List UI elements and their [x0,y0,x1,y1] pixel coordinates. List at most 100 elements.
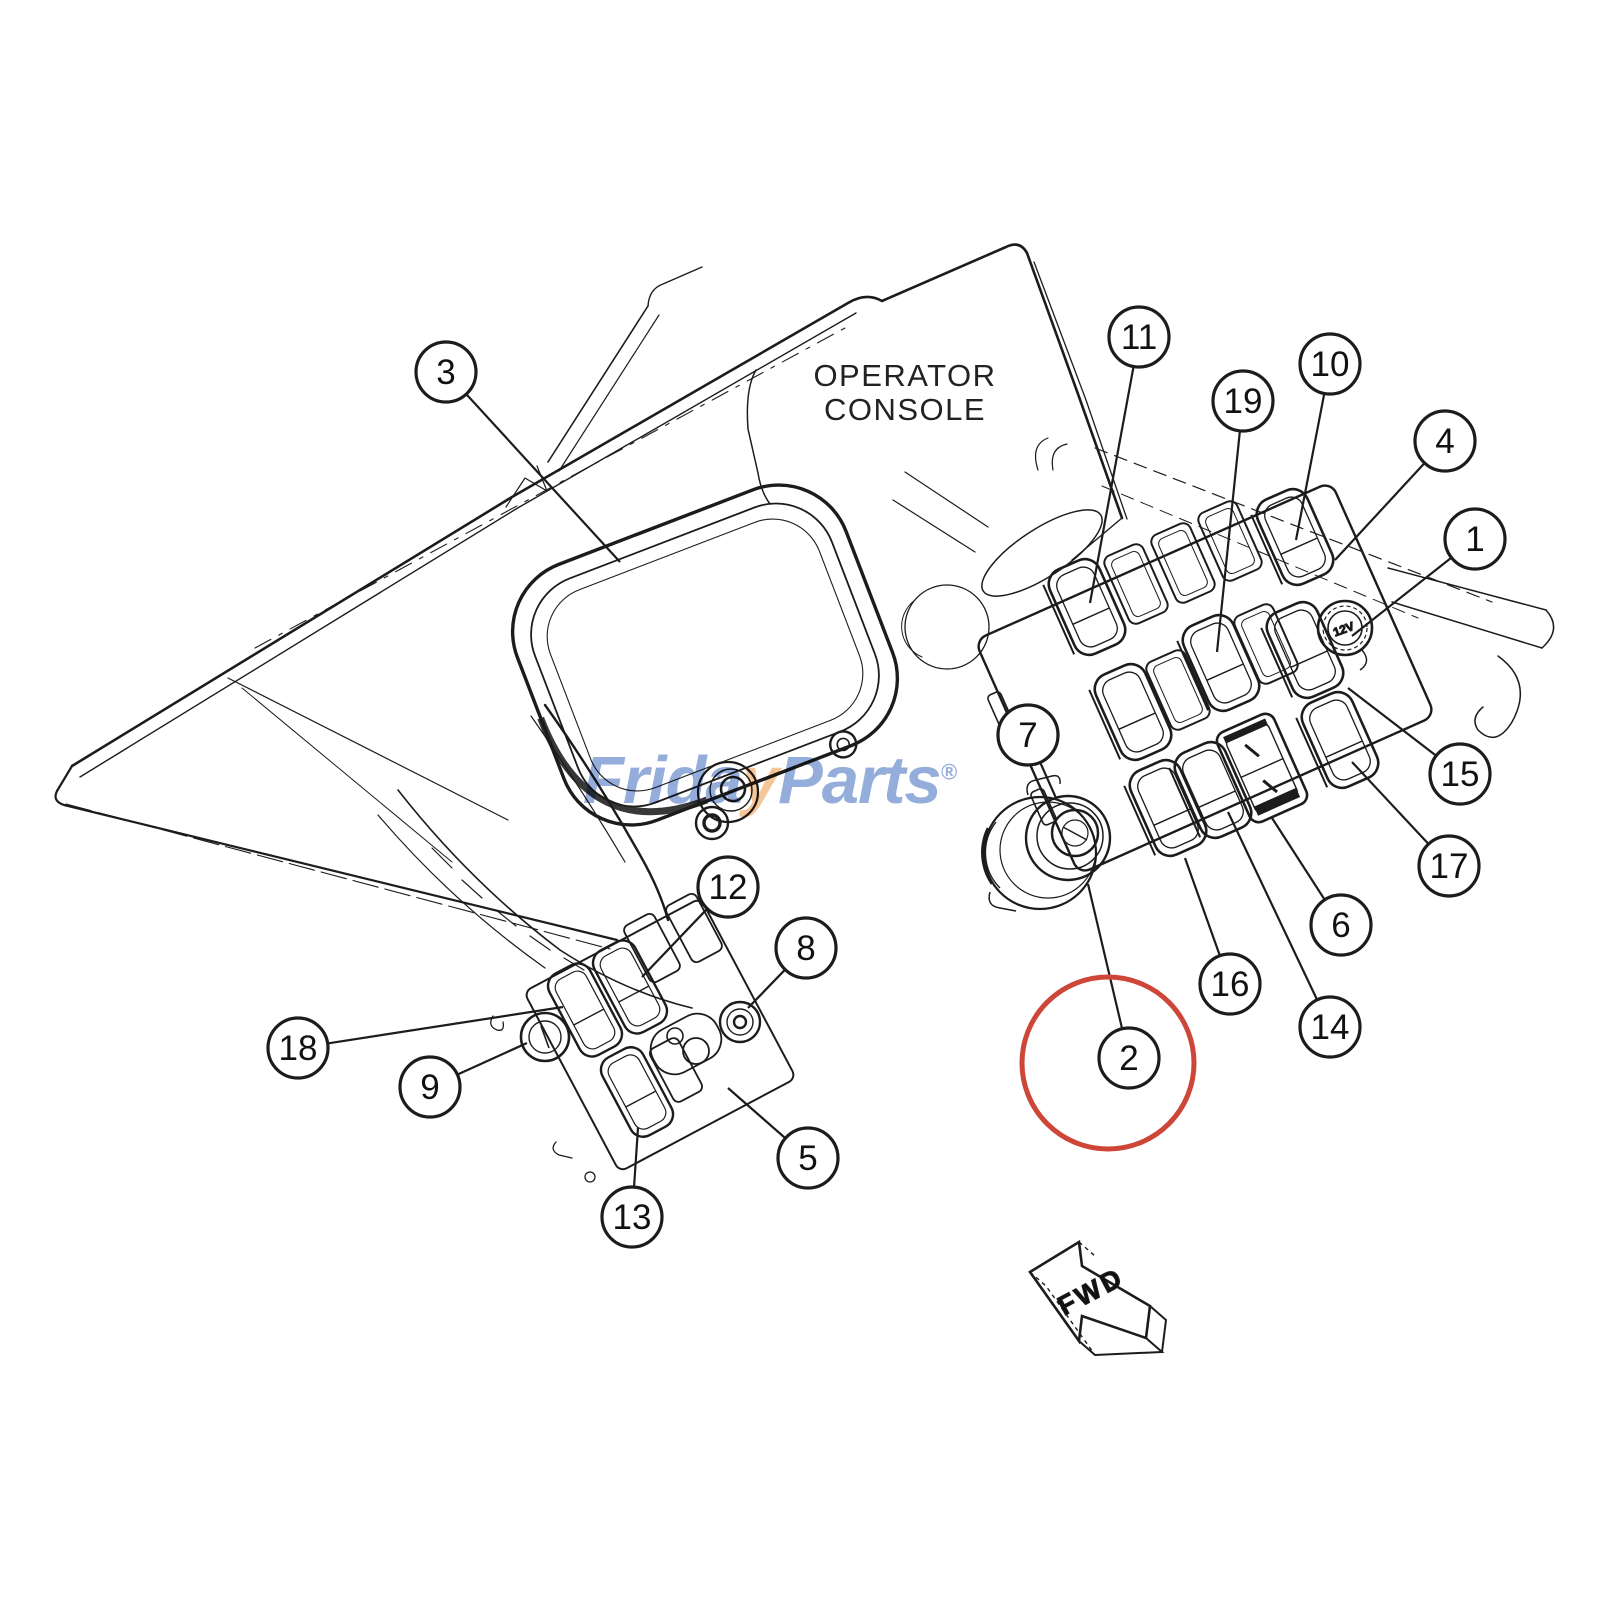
callout-18[interactable]: 18 [266,1016,330,1080]
callout-number-18: 18 [279,1029,318,1068]
callout-circle-15[interactable] [1428,742,1492,806]
callout-circle-12[interactable] [696,855,760,919]
callout-number-7: 7 [1018,716,1037,755]
switch-slot [1145,649,1211,731]
callout-number-6: 6 [1331,906,1350,945]
switch-slot [623,912,681,984]
rocker-switch [1295,690,1380,790]
leader-line-3 [465,393,621,563]
callout-number-5: 5 [798,1139,817,1178]
bezel-lower-screw-icon [694,805,730,841]
callout-circle-5[interactable] [776,1126,840,1190]
callout-10[interactable]: 10 [1298,332,1362,396]
switch-slot [1150,522,1216,604]
callout-16[interactable]: 16 [1198,952,1262,1016]
callout-circle-13[interactable] [600,1185,664,1249]
cigarette-lighter [981,774,1112,912]
console-body-art [54,243,1555,1183]
callout-number-15: 15 [1441,755,1480,794]
callout-number-10: 10 [1311,345,1350,384]
callout-4[interactable]: 4 [1413,409,1477,473]
callout-circle-11[interactable] [1107,305,1171,369]
callout-circle-8[interactable] [774,916,838,980]
rocker-switch [546,962,624,1058]
callout-circle-14[interactable] [1298,995,1362,1059]
leader-line-12 [641,907,709,978]
rocker-switch [599,1046,675,1138]
callout-8[interactable]: 8 [774,916,838,980]
callout-12[interactable]: 12 [696,855,760,919]
switch-slot [649,1037,703,1103]
callout-2[interactable]: 2 [1097,1026,1161,1090]
switch-slot [1197,500,1263,582]
leader-line-18 [327,1005,564,1045]
callout-15[interactable]: 15 [1428,742,1492,806]
rocker-switch [1250,487,1335,587]
display-screen-bezel [510,483,900,827]
callout-number-8: 8 [796,929,815,968]
callout-9[interactable]: 9 [398,1055,462,1119]
callout-number-14: 14 [1311,1008,1350,1047]
bezel-screw-icon [829,730,858,759]
callout-5[interactable]: 5 [776,1126,840,1190]
round-socket [718,1000,762,1044]
callout-17[interactable]: 17 [1417,834,1481,898]
callout-circle-19[interactable] [1211,369,1275,433]
callout-circle-7[interactable] [996,703,1060,767]
callout-number-9: 9 [420,1068,439,1107]
callout-7[interactable]: 7 [996,703,1060,767]
keyhole-bracket [649,1012,723,1076]
leader-line-7 [1039,761,1058,799]
bottom-switch-panel [519,892,795,1171]
callout-19[interactable]: 19 [1211,369,1275,433]
callout-circle-18[interactable] [266,1016,330,1080]
callout-6[interactable]: 6 [1309,893,1373,957]
leader-line-16 [1183,857,1221,957]
callout-circle-17[interactable] [1417,834,1481,898]
callout-number-1: 1 [1465,520,1484,559]
callout-13[interactable]: 13 [600,1185,664,1249]
callout-circle-3[interactable] [414,340,478,404]
switch-slot [1103,543,1169,625]
callout-number-19: 19 [1224,382,1263,421]
callout-3[interactable]: 3 [414,340,478,404]
callout-number-3: 3 [436,353,455,392]
callout-circle-6[interactable] [1309,893,1373,957]
fwd-arrow: FWD [1028,1239,1168,1357]
callout-number-16: 16 [1211,965,1250,1004]
highlight-ring-part-2 [1019,974,1197,1152]
callout-number-17: 17 [1430,847,1469,886]
callout-circle-4[interactable] [1413,409,1477,473]
leader-line-17 [1351,761,1430,845]
callout-11[interactable]: 11 [1107,305,1171,369]
leader-line-6 [1271,817,1326,901]
rocker-switch [1042,557,1127,657]
leader-line-1 [1351,556,1453,637]
leader-line-4 [1334,462,1426,561]
callout-1[interactable]: 1 [1443,507,1507,571]
leader-line-5 [727,1087,787,1140]
rocker-switch [1088,662,1173,762]
leader-line-11 [1088,366,1135,604]
rocker-switch [591,939,669,1035]
connector-switch [1215,712,1309,824]
switch-slot [665,892,723,964]
callout-14[interactable]: 14 [1298,995,1362,1059]
power-socket-12v: 12V [1316,599,1374,671]
callout-circle-2[interactable] [1097,1026,1161,1090]
callout-circle-10[interactable] [1298,332,1362,396]
rocker-switch [1260,600,1345,700]
leader-line-13 [632,1127,640,1188]
callout-circle-1[interactable] [1443,507,1507,571]
callout-number-13: 13 [613,1198,652,1237]
callout-circle-9[interactable] [398,1055,462,1119]
leader-line-14 [1227,811,1319,1001]
leader-line-15 [1347,687,1437,757]
callout-circle-16[interactable] [1198,952,1262,1016]
leader-line-19 [1215,430,1242,653]
callout-number-12: 12 [709,868,748,907]
